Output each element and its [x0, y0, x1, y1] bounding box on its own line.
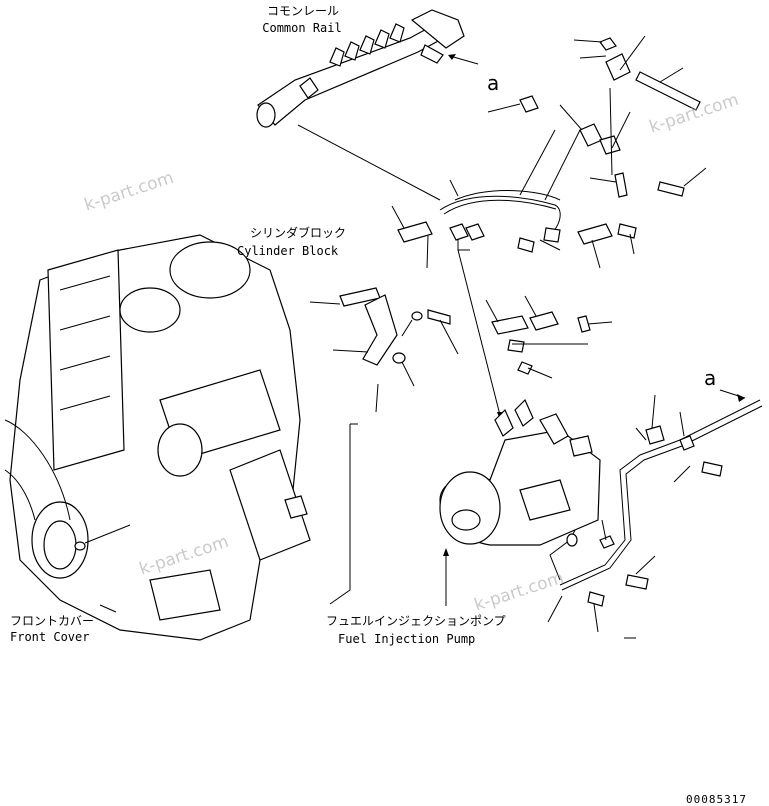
clamps-brackets — [339, 37, 701, 375]
fuel-pipes — [297, 124, 561, 420]
cylinder-block-part — [4, 234, 311, 641]
fuel-injection-pump-part — [439, 398, 601, 546]
leader-lines — [99, 35, 707, 639]
drawing-number: 00085317 — [686, 793, 747, 806]
reference-marker-a-right: a — [704, 366, 717, 390]
fuel-pump-label-en: Fuel Injection Pump — [338, 632, 476, 646]
cylinder-block-label-jp: シリンダブロック — [250, 226, 347, 240]
fuel-pump-label-jp: フュエルインジェクションポンプ — [326, 614, 506, 628]
cylinder-block-label-en: Cylinder Block — [237, 244, 339, 258]
reference-marker-a-top: a — [487, 71, 500, 95]
common-rail-label-en: Common Rail — [262, 21, 342, 35]
common-rail-label-jp: コモンレール — [266, 4, 339, 18]
common-rail-part — [256, 9, 479, 128]
front-cover-label-en: Front Cover — [10, 630, 90, 644]
front-cover-label-jp: フロントカバー — [10, 614, 95, 628]
return-pipe — [549, 389, 763, 607]
